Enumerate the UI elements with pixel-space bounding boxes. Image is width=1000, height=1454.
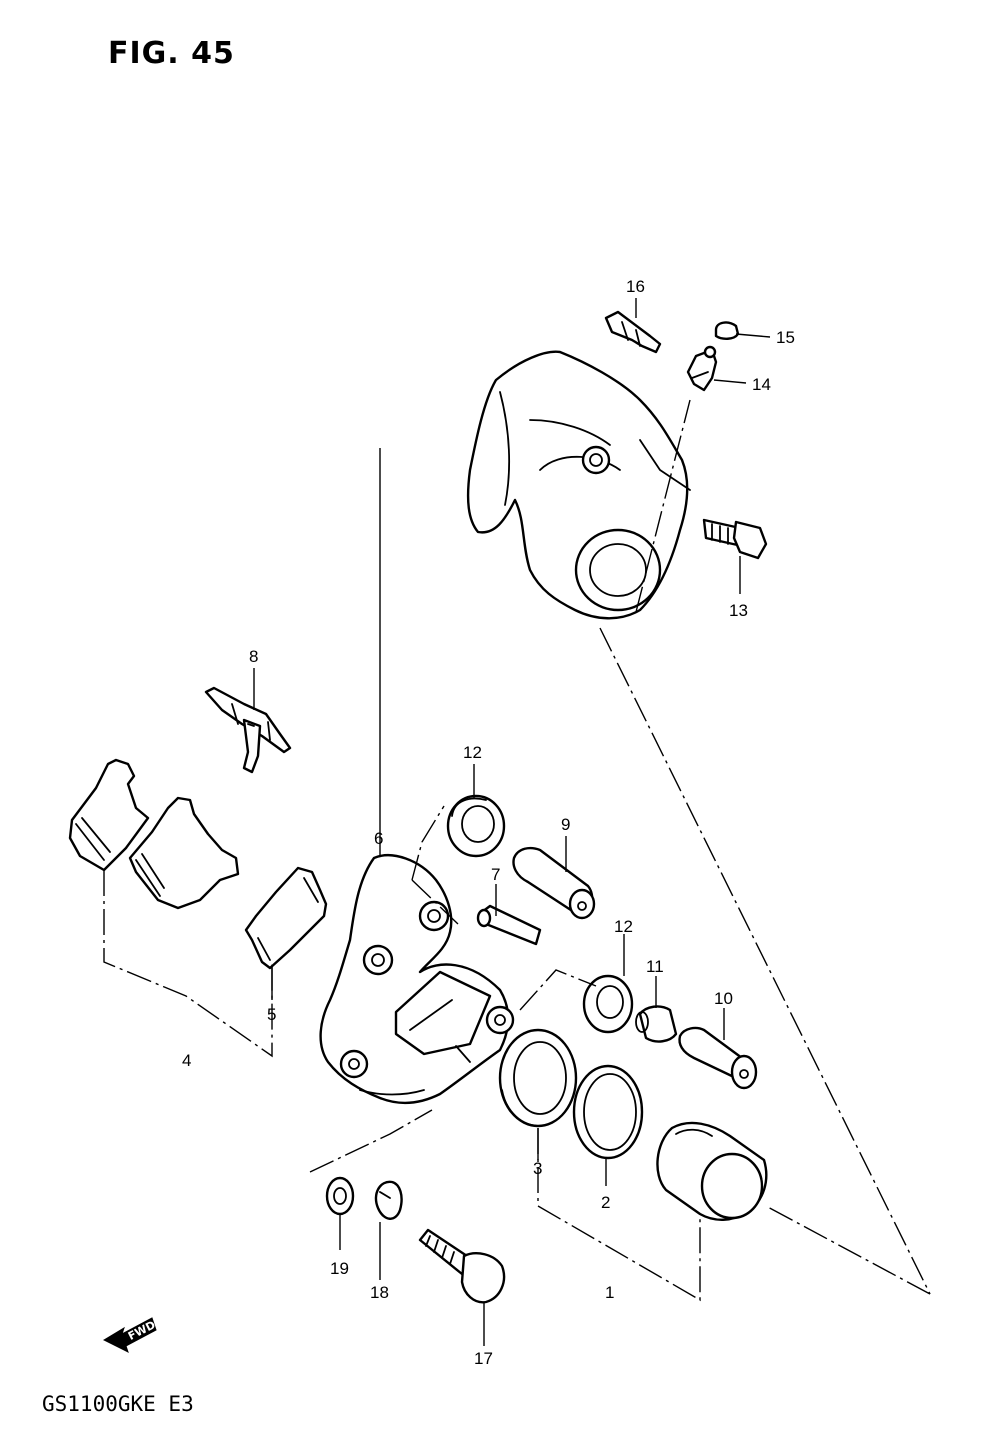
callout-19: 19 — [330, 1259, 349, 1278]
callout-13: 13 — [729, 601, 748, 620]
callout-4: 4 — [182, 1051, 191, 1070]
part-12-boot-upper — [446, 794, 506, 858]
callout-5: 5 — [267, 1005, 276, 1024]
callout-6: 6 — [374, 829, 383, 848]
callout-8: 8 — [249, 647, 258, 666]
part-16-pad-spring — [604, 310, 662, 354]
part-3-dust-seal — [498, 1028, 578, 1128]
callout-3: 3 — [533, 1159, 542, 1178]
part-4-brake-pad-set — [68, 758, 240, 910]
caliper-assembly-upper — [466, 350, 691, 620]
figure-title: FIG. 45 — [108, 36, 235, 71]
part-5-shim — [244, 866, 328, 970]
part-15-bleeder-cap — [714, 321, 740, 340]
forward-arrow-icon: FWD — [102, 1317, 158, 1353]
callout-9: 9 — [561, 815, 570, 834]
callout-11: 11 — [646, 957, 664, 976]
callout-12-lower: 12 — [614, 917, 633, 936]
callout-14: 14 — [752, 375, 771, 394]
part-1-piston — [656, 1121, 768, 1221]
callout-17: 17 — [474, 1349, 493, 1368]
part-13-caliper-bolt — [702, 518, 768, 560]
forward-arrow-label: FWD — [126, 1318, 158, 1343]
part-2-piston-seal — [572, 1064, 644, 1160]
part-14-bleeder-valve — [686, 345, 718, 392]
part-12-boot-lower — [582, 974, 634, 1034]
callout-labels: 16 15 14 13 8 12 6 9 7 12 11 10 5 4 3 2 … — [182, 277, 795, 1368]
part-6-caliper-holder — [319, 854, 515, 1105]
callout-7: 7 — [491, 865, 500, 884]
callout-leaders — [253, 298, 771, 1346]
part-9-sleeve — [512, 846, 596, 920]
part-17-mounting-bolt — [418, 1228, 506, 1304]
part-19-washer — [325, 1176, 355, 1216]
assembly-chain-lines — [103, 399, 931, 1302]
callout-12-upper: 12 — [463, 743, 482, 762]
callout-1: 1 — [605, 1283, 614, 1302]
part-7-pin — [476, 904, 542, 946]
part-10-pin-bolt — [678, 1026, 758, 1090]
callout-10: 10 — [714, 989, 733, 1008]
model-code: GS1100GKE E3 — [42, 1392, 194, 1416]
part-8-pad-spring — [204, 686, 292, 774]
part-11-sleeve — [635, 1005, 678, 1043]
callout-15: 15 — [776, 328, 795, 347]
callout-2: 2 — [601, 1193, 610, 1212]
part-18-lock-washer — [374, 1180, 403, 1220]
callout-18: 18 — [370, 1283, 389, 1302]
callout-16: 16 — [626, 277, 645, 296]
